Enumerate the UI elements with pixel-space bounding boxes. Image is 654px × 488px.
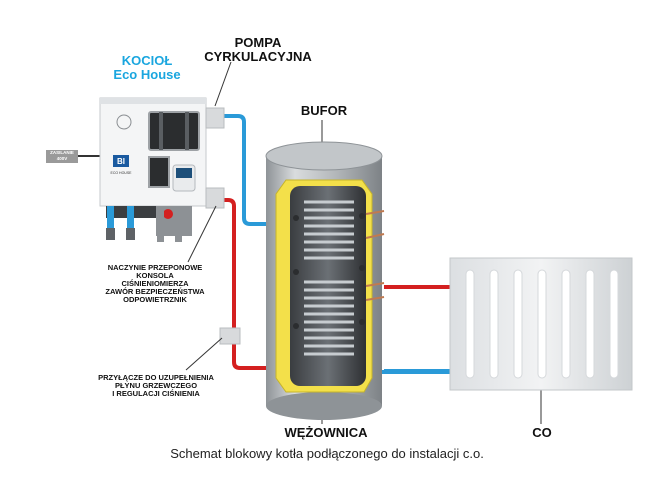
hot-supply-pipe	[190, 198, 276, 370]
pump-box	[205, 107, 225, 129]
vessel-label-line-4: ZAWÓR BEZPIECZEŃSTWA	[105, 286, 205, 296]
pump-label: POMPA CYRKULACYJNA	[196, 36, 320, 63]
vessel-label: NACZYNIE PRZEPONOWE KONSOLA CIŚNIENIOMIE…	[72, 264, 238, 303]
pipe-network	[190, 114, 452, 374]
boiler-label-line-2: Eco House	[113, 66, 181, 82]
filling-label: PRZYŁĄCZE DO UZUPEŁNIENIA PŁYNU GRZEWCZE…	[70, 374, 242, 398]
boiler-badge	[113, 155, 129, 167]
safety-group-box	[205, 187, 225, 209]
cold-return-pipe	[190, 114, 276, 226]
buffer-tank	[265, 141, 385, 420]
boiler-unit: BI ECO HOUSE	[99, 97, 207, 242]
filling-connection-box	[219, 327, 241, 345]
boiler-window-bottom	[148, 156, 170, 188]
boiler-label-line-1: KOCIOŁ	[121, 53, 173, 68]
boiler-logo-emblem	[116, 114, 132, 130]
vessel-label-line-2: KONSOLA	[136, 270, 174, 280]
vessel-label-line-5: ODPOWIETRZNIK	[123, 294, 187, 304]
tank-side-fittings	[365, 210, 385, 301]
buffer-label: BUFOR	[300, 103, 348, 118]
power-supply-box: ZASILANIE 400V	[46, 150, 78, 163]
power-supply-label-2: 400V	[56, 156, 68, 161]
emergency-switch	[163, 209, 173, 219]
upper-coil	[304, 200, 354, 260]
filling-label-line-3: I REGULACJI CIŚNIENIA	[112, 388, 200, 398]
power-supply-label-1: ZASILANIE	[50, 150, 74, 155]
radiator	[449, 257, 633, 391]
lower-coil	[304, 280, 354, 356]
co-label: CO	[532, 425, 552, 440]
filling-label-line-1: PRZYŁĄCZE DO UZUPEŁNIENIA	[98, 373, 214, 382]
boiler-model-text: ECO HOUSE	[110, 171, 132, 175]
filling-label-line-2: PŁYNU GRZEWCZEGO	[114, 380, 198, 390]
tank-connectors	[293, 213, 365, 329]
boiler-badge-text: BI	[117, 157, 125, 166]
vessel-label-line-1: NACZYNIE PRZEPONOWE	[107, 263, 203, 272]
diagram-caption: Schemat blokowy kotła podłączonego do in…	[170, 446, 484, 461]
boiler-brand-label: KOCIOŁ Eco House	[102, 54, 192, 81]
vessel-label-line-3: CIŚNIENIOMIERZA	[121, 278, 189, 288]
pump-label-line-2: CYRKULACYJNA	[204, 48, 312, 64]
pump-label-line-1: POMPA	[234, 35, 282, 50]
tank-interior	[290, 186, 366, 386]
boiler-window-top	[148, 111, 200, 151]
coil-label: WĘŻOWNICA	[284, 425, 368, 440]
